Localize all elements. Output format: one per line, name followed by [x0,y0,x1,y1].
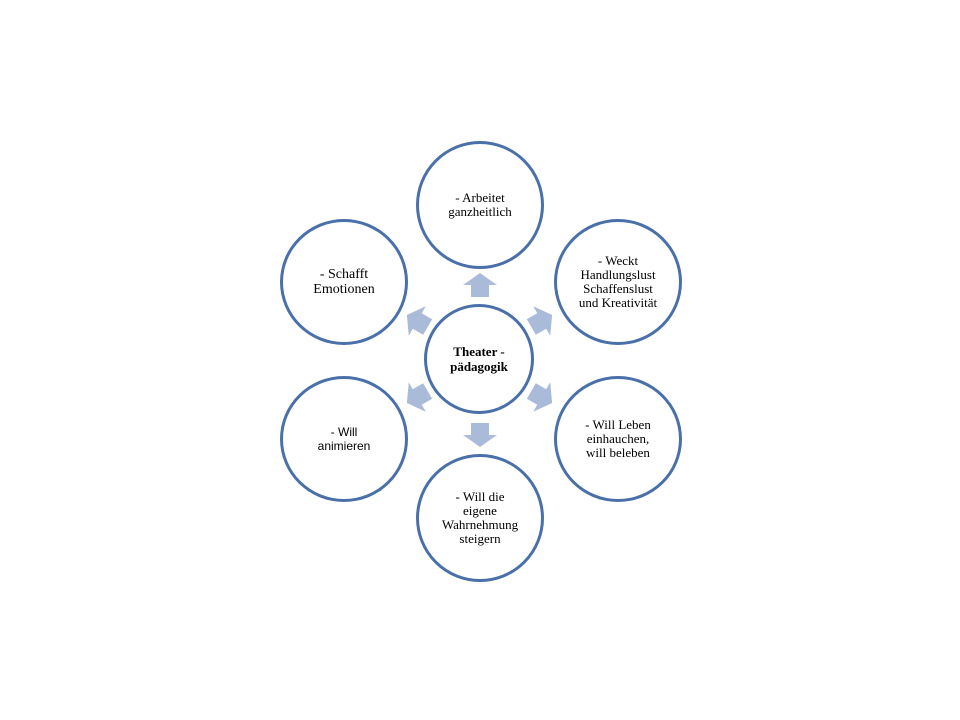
node-upper-left-label: - Schafft Emotionen [313,267,375,297]
arrow-to-lower-left [406,382,433,412]
node-bottom-label: - Will die eigene Wahrnehmung steigern [441,489,519,546]
node-upper-right-label: - Weckt Handlungslust Schaffenslust und … [578,253,658,310]
node-upper-right: - Weckt Handlungslust Schaffenslust und … [554,219,682,345]
node-lower-left: - Will animieren [280,376,408,502]
node-bottom: - Will die eigene Wahrnehmung steigern [416,454,544,582]
center-node: Theater - pädagogik [424,304,534,414]
arrow-to-upper-left [406,306,433,336]
center-node-label: Theater - pädagogik [450,344,508,374]
node-lower-right: - Will Leben einhauchen, will beleben [554,376,682,502]
arrow-to-upper-right [526,306,553,336]
arrow-to-top [463,273,497,297]
arrow-to-lower-right [526,382,553,412]
node-top: - Arbeitet ganzheitlich [416,141,544,269]
node-lower-left-label: - Will animieren [317,425,371,453]
node-lower-right-label: - Will Leben einhauchen, will beleben [585,417,651,460]
node-top-label: - Arbeitet ganzheitlich [448,190,512,219]
arrow-to-bottom [463,423,497,447]
node-upper-left: - Schafft Emotionen [280,219,408,345]
